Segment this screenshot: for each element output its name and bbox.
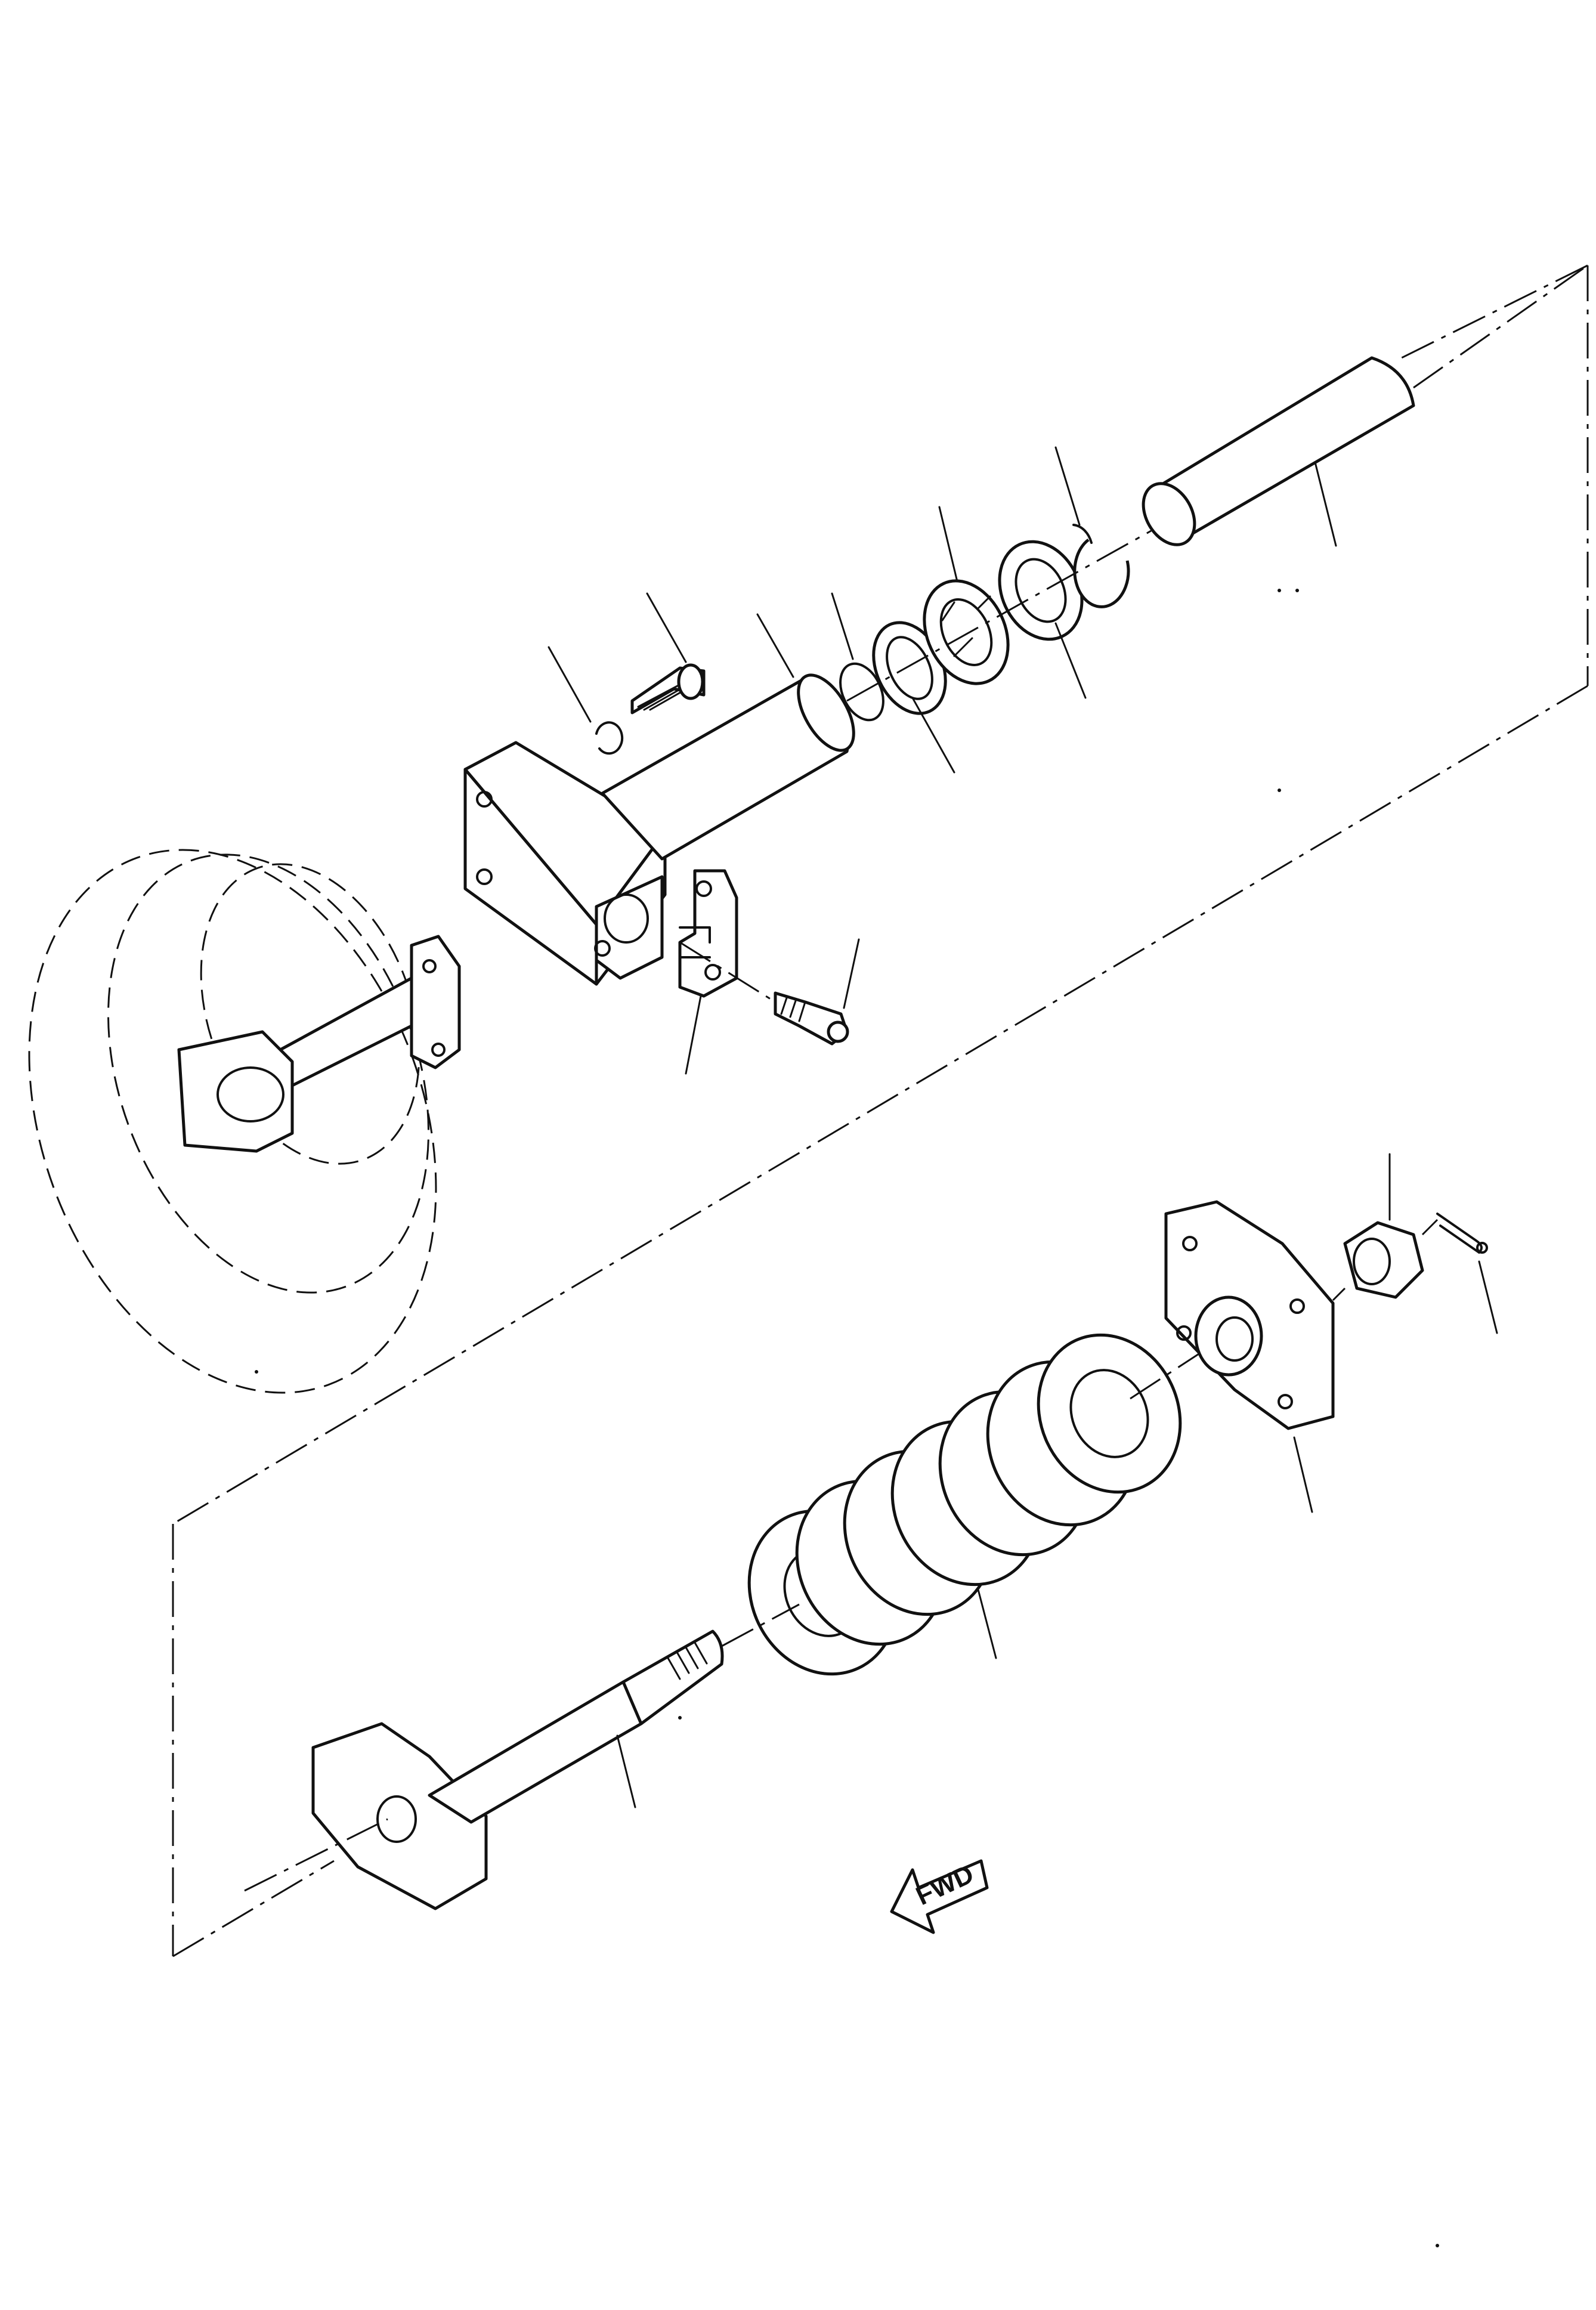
cotter-pin — [1421, 1213, 1488, 1254]
scan-marks — [255, 589, 1439, 2247]
recoil-spring — [747, 1333, 1182, 1676]
leader-lines — [548, 446, 1498, 1808]
idler-wheel — [28, 849, 461, 1394]
spring-bolt — [244, 1603, 800, 1910]
recoil-cylinder — [463, 673, 855, 986]
cylinder-bolt — [630, 663, 706, 715]
seal-set — [839, 524, 1152, 722]
grease-valve — [678, 869, 849, 1046]
snap-ring-small — [595, 721, 624, 755]
nut — [1332, 1221, 1424, 1301]
retainer-plate — [1130, 1200, 1335, 1430]
forward-arrow-icon: FWD — [890, 1859, 989, 1934]
piston-rod — [1142, 264, 1588, 546]
assembly-boundary — [172, 264, 1589, 1958]
